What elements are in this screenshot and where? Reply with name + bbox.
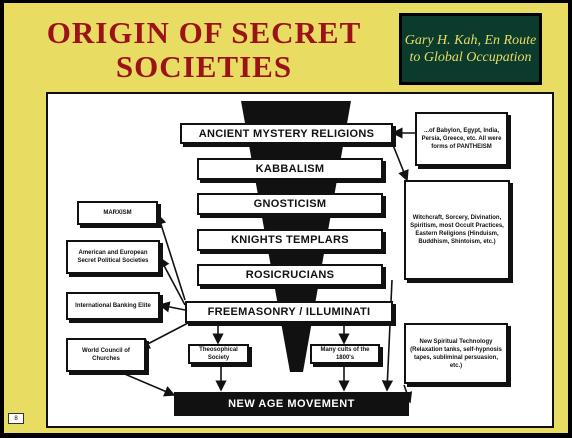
chain-box-rosicrucians: ROSICRUCIANS — [197, 264, 383, 286]
chain-label-ancient: ANCIENT MYSTERY RELIGIONS — [198, 127, 375, 140]
arrow-freemasonry-to-marxism — [155, 213, 186, 301]
mid-box-theosophical: Theosophical Society — [188, 344, 249, 364]
new-age-label: NEW AGE MOVEMENT — [228, 398, 355, 410]
arrow-freemasonry-to-churches — [138, 322, 189, 349]
left-box-marxism: MARXISM — [77, 201, 158, 225]
chain-box-freemasonry-illuminati: FREEMASONRY / ILLUMINATI — [185, 301, 393, 323]
arrow-freemasonry-to-political — [159, 256, 186, 306]
left-box-world-council: World Council of Churches — [66, 338, 146, 372]
source-credit-box: Gary H. Kah, En Route to Global Occupati… — [399, 13, 542, 85]
mid-box-many-cults: Many cults of the 1800's — [310, 344, 380, 364]
arrow-occult-to-newage — [381, 279, 394, 392]
chain-box-kabbalism: KABBALISM — [197, 158, 383, 180]
chain-label-knights: KNIGHTS TEMPLARS — [231, 234, 349, 246]
chain-label-rosicrucians: ROSICRUCIANS — [245, 269, 335, 281]
note-ancient-origins: ...of Babylon, Egypt, India, Persia, Gre… — [415, 112, 508, 166]
new-age-movement-bar: NEW AGE MOVEMENT — [174, 392, 409, 416]
slide-title-line-1: ORIGIN OF SECRET — [46, 15, 362, 50]
note-occult-practices: Witchcraft, Sorcery, Divination, Spiriti… — [404, 180, 510, 280]
arrow-churches-to-newage — [119, 371, 176, 397]
chain-label-gnosticism: GNOSTICISM — [253, 198, 327, 210]
chain-label-kabbalism: KABBALISM — [255, 163, 325, 175]
arrow-ancient-to-occult — [392, 144, 409, 182]
source-credit-text: Gary H. Kah, En Route to Global Occupati… — [404, 33, 537, 65]
left-box-political-societies: American and European Secret Political S… — [66, 240, 160, 274]
page-number: 8 — [8, 413, 24, 424]
chain-label-freemasonry: FREEMASONRY / ILLUMINATI — [207, 306, 371, 318]
arrow-freemasonry-to-banking — [158, 301, 186, 313]
chain-box-ancient-mystery-religions: ANCIENT MYSTERY RELIGIONS — [180, 123, 393, 144]
note-spiritual-technology: New Spiritual Technology (Relaxation tan… — [404, 323, 508, 384]
left-box-banking-elite: International Banking Elite — [66, 292, 160, 320]
chain-box-knights-templars: KNIGHTS TEMPLARS — [197, 229, 383, 251]
slide-title-line-2: SOCIETIES — [115, 49, 293, 84]
chain-box-gnosticism: GNOSTICISM — [197, 193, 383, 215]
